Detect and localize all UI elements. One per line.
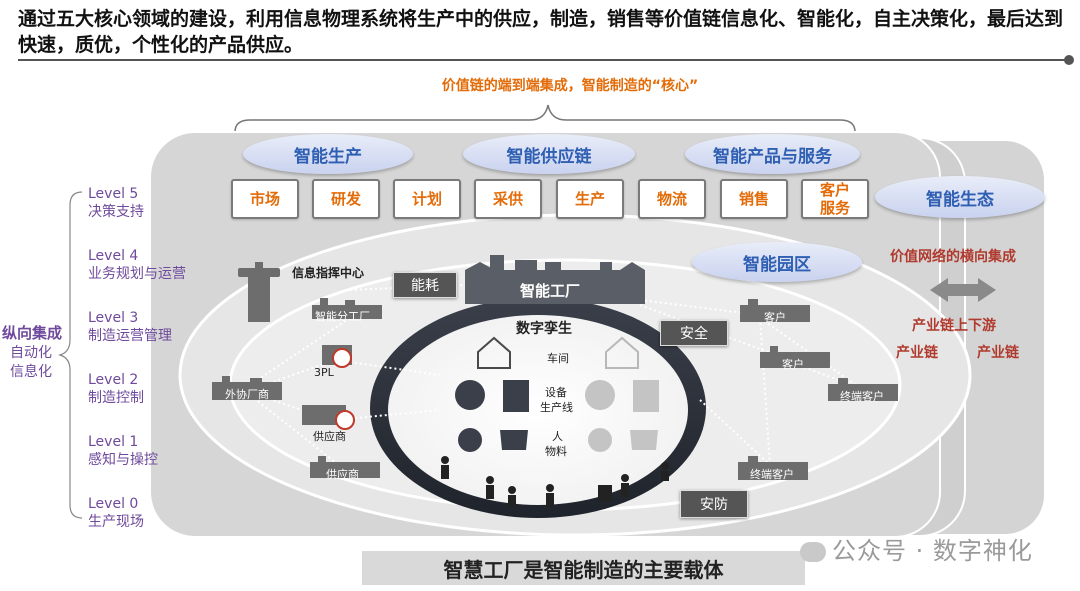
level-5: Level 5 决策支持 (88, 185, 144, 221)
level-3-name: 制造运营管理 (88, 328, 172, 344)
safety-tag: 安全 (660, 320, 728, 346)
level-4: Level 4 业务规划与运营 (88, 247, 186, 283)
worker-icons (441, 456, 669, 507)
level-1-code: Level 1 (88, 434, 139, 450)
end-customer-a-label: 终端客户 (840, 390, 884, 403)
level-0-code: Level 0 (88, 496, 139, 512)
header-divider (18, 59, 1070, 61)
level-0-name: 生产现场 (88, 514, 144, 530)
smart-ecosystem-domain: 智能生态 (875, 176, 1045, 218)
value-chain-plan: 计划 (393, 179, 461, 219)
people-label: 人 (552, 430, 563, 443)
vertical-integration-sub2: 信息化 (10, 364, 52, 380)
workshop-label: 车间 (547, 352, 569, 365)
value-chain-customer-service: 客户服务 (801, 179, 869, 219)
level-0: Level 0 生产现场 (88, 495, 144, 531)
factory-silhouette (465, 255, 645, 304)
security-tag: 安防 (680, 490, 748, 518)
level-3-code: Level 3 (88, 310, 139, 326)
smart-park-domain: 智能园区 (692, 242, 862, 282)
value-chain-production: 生产 (556, 179, 624, 219)
level-2: Level 2 制造控制 (88, 371, 144, 407)
energy-tag: 能耗 (393, 272, 457, 298)
smart-product-service-domain: 智能产品与服务 (685, 134, 860, 174)
command-tower (238, 262, 280, 322)
header-description: 通过五大核心领域的建设，利用信息物理系统将生产中的供应，制造，销售等价值链信息化… (18, 8, 1064, 56)
vertical-integration-title: 纵向集成 (2, 324, 63, 342)
industry-updown-label: 产业链上下游 (912, 318, 996, 334)
digital-twin-inner (388, 315, 688, 505)
level-5-name: 决策支持 (88, 204, 144, 220)
horizontal-integration-label: 价值网络的横向集成 (890, 249, 1016, 265)
digital-twin-title: 数字孪生 (516, 321, 572, 337)
industry-chain-left-label: 产业链 (896, 345, 938, 361)
line-label: 生产线 (540, 401, 573, 414)
level-1-name: 感知与操控 (88, 452, 158, 468)
smart-production-domain: 智能生产 (243, 134, 413, 174)
value-chain-procurement: 采供 (474, 179, 542, 219)
customer-b-label: 客户 (782, 358, 804, 371)
twin-icons-ghost (585, 336, 659, 452)
value-chain-sales: 销售 (720, 179, 788, 219)
smart-factory-title: 智能工厂 (520, 282, 581, 300)
level-2-name: 制造控制 (88, 390, 144, 406)
3pl-label: 3PL (314, 366, 334, 379)
watermark: 公众号 · 数字神化 (800, 531, 1033, 566)
supplier-badge (335, 410, 355, 430)
outsource-label: 外协厂商 (225, 388, 269, 401)
supplier-b-label: 供应商 (326, 468, 359, 481)
3pl-badge (332, 348, 352, 368)
level-3: Level 3 制造运营管理 (88, 309, 172, 345)
end-customer-b-label: 终端客户 (750, 468, 794, 481)
skyline-icons (212, 298, 898, 480)
level-4-name: 业务规划与运营 (88, 266, 186, 282)
customer-a-label: 客户 (764, 311, 786, 324)
supplier-a-label: 供应商 (313, 430, 346, 443)
command-center-label: 信息指挥中心 (292, 266, 365, 280)
material-label: 物料 (545, 445, 567, 458)
header-divider-dot (1064, 55, 1074, 65)
footer-banner: 智慧工厂是智能制造的主要载体 (362, 551, 805, 585)
twin-icons (455, 336, 529, 452)
level-bracket (57, 191, 83, 519)
value-chain-caption: 价值链的端到端集成，智能制造的“核心” (441, 78, 699, 94)
equipment-label: 设备 (545, 386, 567, 399)
value-chain-rnd: 研发 (312, 179, 380, 219)
level-4-code: Level 4 (88, 248, 139, 264)
level-1: Level 1 感知与操控 (88, 433, 158, 469)
smart-supply-chain-domain: 智能供应链 (463, 134, 635, 174)
value-chain-market: 市场 (231, 179, 299, 219)
vertical-integration-sub1: 自动化 (10, 345, 52, 361)
watermark-text: 公众号 · 数字神化 (832, 537, 1033, 565)
top-brace (234, 104, 856, 133)
branch-factory-label: 智能分工厂 (315, 310, 370, 323)
horizontal-arrow (930, 278, 996, 302)
wechat-icon (800, 542, 826, 562)
level-2-code: Level 2 (88, 372, 139, 388)
industry-chain-right-label: 产业链 (977, 345, 1019, 361)
value-chain-logistics: 物流 (638, 179, 706, 219)
level-5-code: Level 5 (88, 186, 139, 202)
